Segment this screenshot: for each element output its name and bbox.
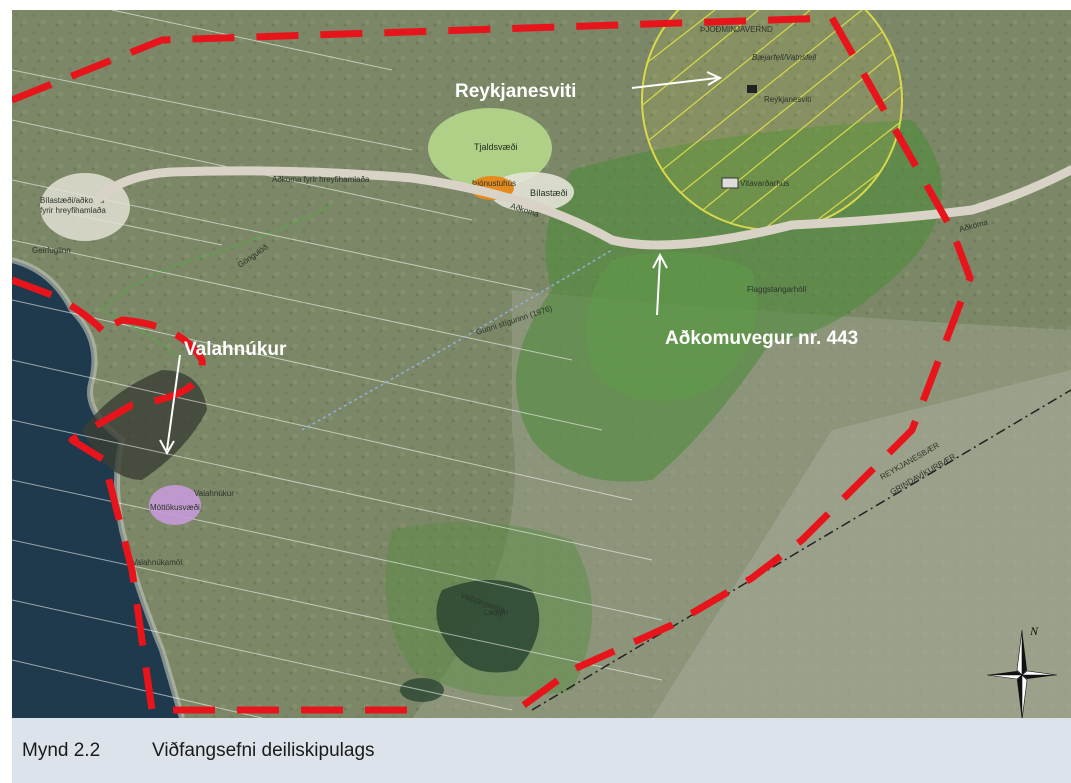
keeper-house-marker — [721, 177, 739, 189]
lighthouse-marker — [747, 85, 757, 93]
compass-north-label: N — [1029, 624, 1039, 638]
label-valahnukur: Valahnúkur — [184, 339, 287, 360]
label-bilastaedi: Bílastæði — [530, 188, 568, 198]
label-vitavardarhus: Vitavarðarhús — [740, 179, 789, 188]
label-thjodminjavernd: ÞJÓÐMINJAVERND — [700, 25, 773, 34]
label-adkomuvegur: Aðkomuvegur nr. 443 — [665, 328, 858, 349]
aerial-map: REYKJANESBÆR GRINDAVÍKURBÆR ÞJÓÐMINJAVER… — [12, 10, 1071, 718]
label-bilastaedi-adkoma: Bílastæði/aðkoma — [40, 196, 105, 205]
caption-number: Mynd 2.2 — [22, 740, 101, 761]
caption-title: Viðfangsefni deiliskipulags — [152, 740, 375, 761]
plan-boundary — [12, 14, 974, 714]
label-thjonustuhus: Þjónustuhús — [472, 179, 516, 188]
label-flaggstangarholl: Flaggstangarhóll — [747, 285, 806, 294]
label-tjaldsvaedi: Tjaldsvæði — [474, 142, 518, 152]
label-baejarfell: Bæjarfell/Vatnsfell — [752, 53, 816, 62]
label-reykjanesviti-small: Reykjanesviti — [764, 95, 811, 104]
old-path — [301, 249, 613, 431]
label-laugin: Laugin — [484, 608, 508, 617]
label-adkoma-fyrir: Aðkoma fyrir hreyfihamlaða — [272, 175, 370, 184]
annotation-arrows — [159, 71, 723, 456]
figure-caption: Mynd 2.2 Viðfangsefni deiliskipulags — [12, 718, 1071, 783]
municipal-border — [531, 389, 1071, 711]
lagoon — [436, 580, 540, 673]
label-valahnukur-small: Valahnúkur — [194, 489, 234, 498]
label-fyrir-hreyfihamlada: fyrir hreyfihamlaða — [40, 206, 106, 215]
compass-icon: N — [986, 624, 1058, 718]
camping-area — [428, 108, 552, 188]
label-valahnukamol: Valahnúkamöl — [132, 558, 182, 567]
walking-path — [100, 204, 333, 361]
access-road — [92, 165, 1071, 250]
label-geirfuglinn: Geirfuglinn — [32, 246, 71, 255]
label-mottokusvaedi: Móttökusvæði — [150, 503, 200, 512]
label-reykjanesviti: Reykjanesviti — [455, 81, 576, 102]
reception-area — [149, 485, 201, 525]
sea — [12, 260, 182, 718]
